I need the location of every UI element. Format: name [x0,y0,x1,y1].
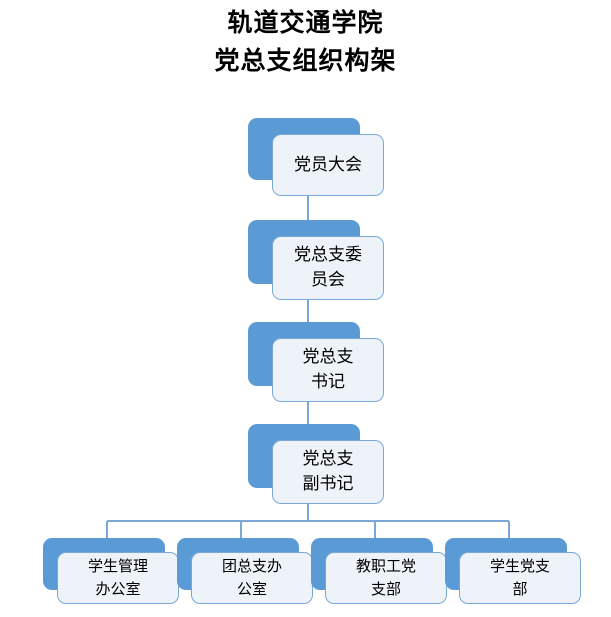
org-node-party-member-assembly[interactable]: 党员大会 [248,118,384,196]
chart-title: 轨道交通学院 党总支组织构架 [0,4,611,80]
node-face: 党总支 副书记 [272,440,384,504]
org-node-faculty-staff-party-branch[interactable]: 教职工党 支部 [311,538,447,604]
node-face: 教职工党 支部 [325,552,447,604]
node-face: 学生党支 部 [459,552,581,604]
org-node-label: 教职工党 支部 [355,557,416,598]
org-node-label: 党员大会 [294,154,362,175]
org-node-label: 党总支 副书记 [302,449,354,494]
node-face: 团总支办 公室 [191,552,313,604]
org-node-party-branch-deputy-secretary[interactable]: 党总支 副书记 [248,424,384,504]
org-node-youth-league-branch-office[interactable]: 团总支办 公室 [177,538,313,604]
org-node-label: 党总支委 员会 [294,245,362,290]
node-face: 党总支委 员会 [272,236,384,300]
node-face: 学生管理 办公室 [57,552,179,604]
chart-title-line-2: 党总支组织构架 [214,46,397,75]
node-face: 党总支 书记 [272,338,384,402]
org-node-label: 学生党支 部 [489,557,550,598]
org-node-student-management-office[interactable]: 学生管理 办公室 [43,538,179,604]
org-node-label: 学生管理 办公室 [87,557,148,598]
node-face: 党员大会 [272,134,384,196]
org-node-label: 团总支办 公室 [221,557,282,598]
org-node-party-branch-committee[interactable]: 党总支委 员会 [248,220,384,300]
chart-title-line-1: 轨道交通学院 [227,8,384,37]
org-node-party-branch-secretary[interactable]: 党总支 书记 [248,322,384,402]
org-node-label: 党总支 书记 [302,347,354,392]
org-node-student-party-branch[interactable]: 学生党支 部 [445,538,581,604]
